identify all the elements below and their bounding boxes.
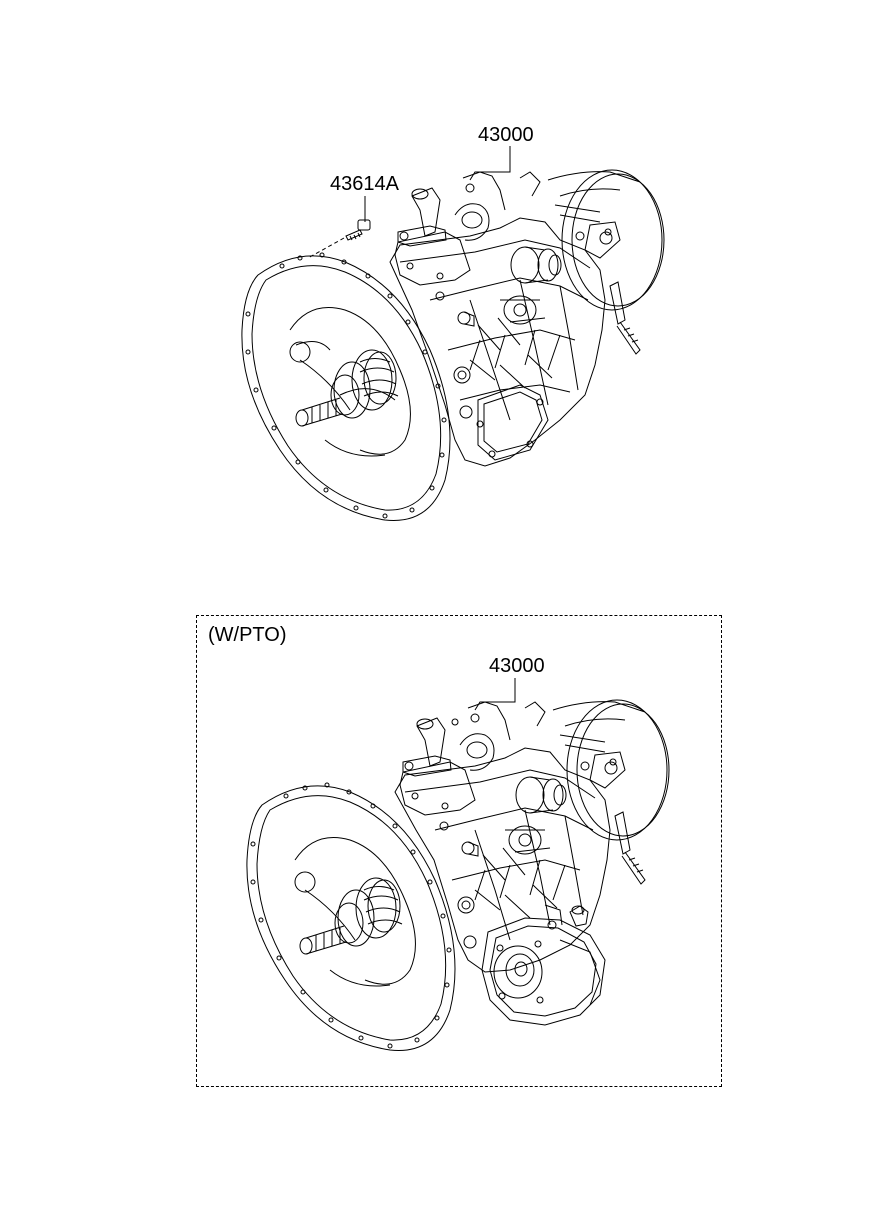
part-label-43000-bottom: 43000 [489,655,545,677]
input-shaft-bottom [300,878,402,954]
pto-variant-box [196,615,722,1087]
shift-cylinders-bottom [505,777,566,854]
leader-line-43000-bottom [475,678,515,710]
part-label-43000-top: 43000 [478,124,534,146]
shift-tower-top [395,172,540,285]
bolt-43614a [346,220,370,240]
transmission-assembly-top [242,146,664,521]
flange-bolt-holes-top [246,253,446,518]
shift-tower-bottom [400,702,545,815]
flange-bolt-holes-bottom [251,783,451,1048]
transmission-case-bottom [395,748,610,972]
bell-housing-bottom [247,783,455,1051]
part-label-43614a: 43614A [330,173,399,195]
rear-housing-top [548,170,664,354]
rear-housing-bottom [553,700,669,884]
transmission-assembly-bottom [247,678,669,1051]
bolt-dashed-path [308,238,344,258]
bell-housing-top [242,253,450,521]
pto-unit [482,905,605,1025]
shift-cylinders-top [500,247,561,324]
pto-box-title: (W/PTO) [208,624,287,646]
transmission-case-top [390,218,605,466]
input-shaft-top [296,350,398,426]
leader-line-43000-top [470,146,510,180]
